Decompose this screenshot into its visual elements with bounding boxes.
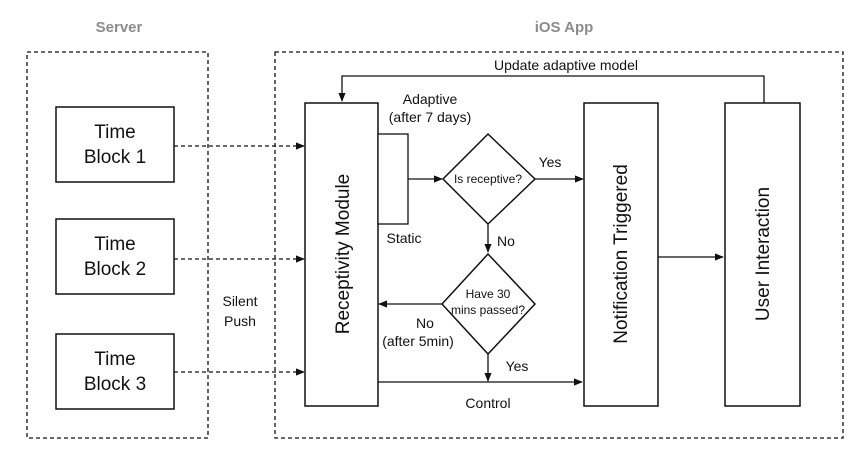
time-block-1: Time Block 1 xyxy=(55,106,175,183)
server-container xyxy=(26,51,209,439)
time-block-3: Time Block 3 xyxy=(55,333,175,410)
time-block-1-line2: Block 1 xyxy=(84,147,146,168)
yes-bottom-label: Yes xyxy=(506,358,529,374)
decision-mins-passed-line1: Have 30 xyxy=(466,287,511,301)
silent-push-label-line2: Push xyxy=(224,313,256,329)
no-retry-label-line1: No xyxy=(416,315,434,331)
ios-app-header: iOS App xyxy=(535,19,594,36)
yes-top-label: Yes xyxy=(539,154,562,170)
time-block-2-line2: Block 2 xyxy=(84,259,146,280)
user-interaction-box xyxy=(724,102,801,407)
receptivity-module xyxy=(304,102,379,407)
time-block-3-line1: Time xyxy=(94,349,136,370)
decision-mins-passed-line2: mins passed? xyxy=(451,303,525,317)
static-label: Static xyxy=(386,230,421,246)
time-block-2: Time Block 2 xyxy=(55,218,175,295)
notification-triggered-box xyxy=(583,102,659,407)
adaptive-label-line1: Adaptive xyxy=(403,91,458,107)
time-block-2-line1: Time xyxy=(94,234,136,255)
no-retry-label-line2: (after 5min) xyxy=(382,333,454,349)
update-model-arrow xyxy=(338,75,765,103)
control-label: Control xyxy=(465,395,510,411)
time-block-1-line1: Time xyxy=(94,122,136,143)
server-header: Server xyxy=(96,19,143,36)
ios-app-container xyxy=(274,51,844,439)
no-mid-label: No xyxy=(497,233,515,249)
receptivity-module-label: Receptivity Module xyxy=(333,174,354,335)
time-block-3-line2: Block 3 xyxy=(84,374,146,395)
update-model-label: Update adaptive model xyxy=(494,57,638,73)
decision-is-receptive-label: Is receptive? xyxy=(454,172,522,186)
user-interaction-label: User Interaction xyxy=(753,187,774,321)
adaptive-label-line2: (after 7 days) xyxy=(389,109,471,125)
mode-switch-box xyxy=(377,133,409,225)
silent-push-label-line1: Silent xyxy=(222,293,257,309)
notification-triggered-label: Notification Triggered xyxy=(611,164,632,344)
